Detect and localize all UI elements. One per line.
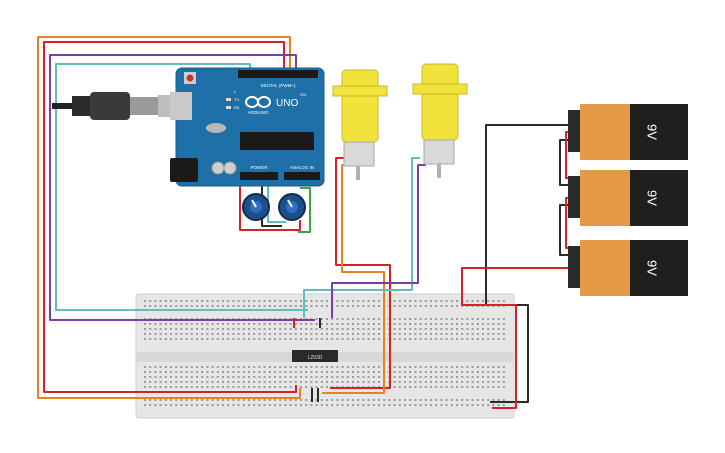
crystal xyxy=(206,123,226,133)
battery-2-label: 9V xyxy=(645,190,660,206)
rx-label: RX xyxy=(234,105,240,110)
wire-teal-motor2[interactable] xyxy=(303,157,420,318)
breadboard[interactable]: L293D xyxy=(135,293,515,419)
analog-header-label: ANALOG IN xyxy=(290,165,315,170)
battery-3-label: 9V xyxy=(645,260,660,276)
atmega-chip xyxy=(240,132,314,150)
wire-orange-motor1[interactable] xyxy=(322,164,385,394)
brand-label: ARDUINO xyxy=(248,110,269,115)
battery-1-label: 9V xyxy=(645,124,660,140)
wire-red-battery[interactable] xyxy=(461,267,572,409)
tx-label: TX xyxy=(234,97,239,102)
wire-orange-1[interactable] xyxy=(37,36,301,399)
battery-3[interactable]: 9V xyxy=(568,240,688,296)
usb-port xyxy=(170,92,192,120)
wire-teal-pot[interactable] xyxy=(267,180,286,223)
dc-motor-2[interactable] xyxy=(412,63,468,178)
motor-driver-chip[interactable] xyxy=(292,350,338,362)
dc-motor-1[interactable] xyxy=(332,69,388,180)
model-label: UNO xyxy=(276,98,298,109)
analog-header[interactable] xyxy=(284,172,320,180)
battery-2[interactable]: 9V xyxy=(568,170,688,226)
power-header-label: POWER xyxy=(250,165,268,170)
wire-purple-1[interactable] xyxy=(49,54,315,321)
breadboard-holes xyxy=(144,300,505,406)
power-header[interactable] xyxy=(240,172,278,180)
usb-cable[interactable] xyxy=(52,92,178,120)
digital-header[interactable] xyxy=(238,70,318,78)
wire-purple-motor2[interactable] xyxy=(331,164,426,318)
power-jack xyxy=(170,158,198,182)
l-label: L xyxy=(234,89,237,94)
wire-green-pot[interactable] xyxy=(298,187,311,233)
wire-red-1[interactable] xyxy=(43,41,297,393)
potentiometer-1[interactable] xyxy=(242,193,270,221)
potentiometer-2[interactable] xyxy=(278,193,306,221)
arduino-uno[interactable]: DIGITAL (PWM~) UNO ARDUINO TX RX L ON PO… xyxy=(170,67,325,187)
on-label: ON xyxy=(300,92,306,97)
digital-header-label: DIGITAL (PWM~) xyxy=(261,83,296,88)
battery-1[interactable]: 9V xyxy=(568,104,688,160)
wire-red-motor1[interactable] xyxy=(330,157,391,389)
arduino-logo xyxy=(245,96,271,108)
chip-label: L293D xyxy=(308,355,323,361)
